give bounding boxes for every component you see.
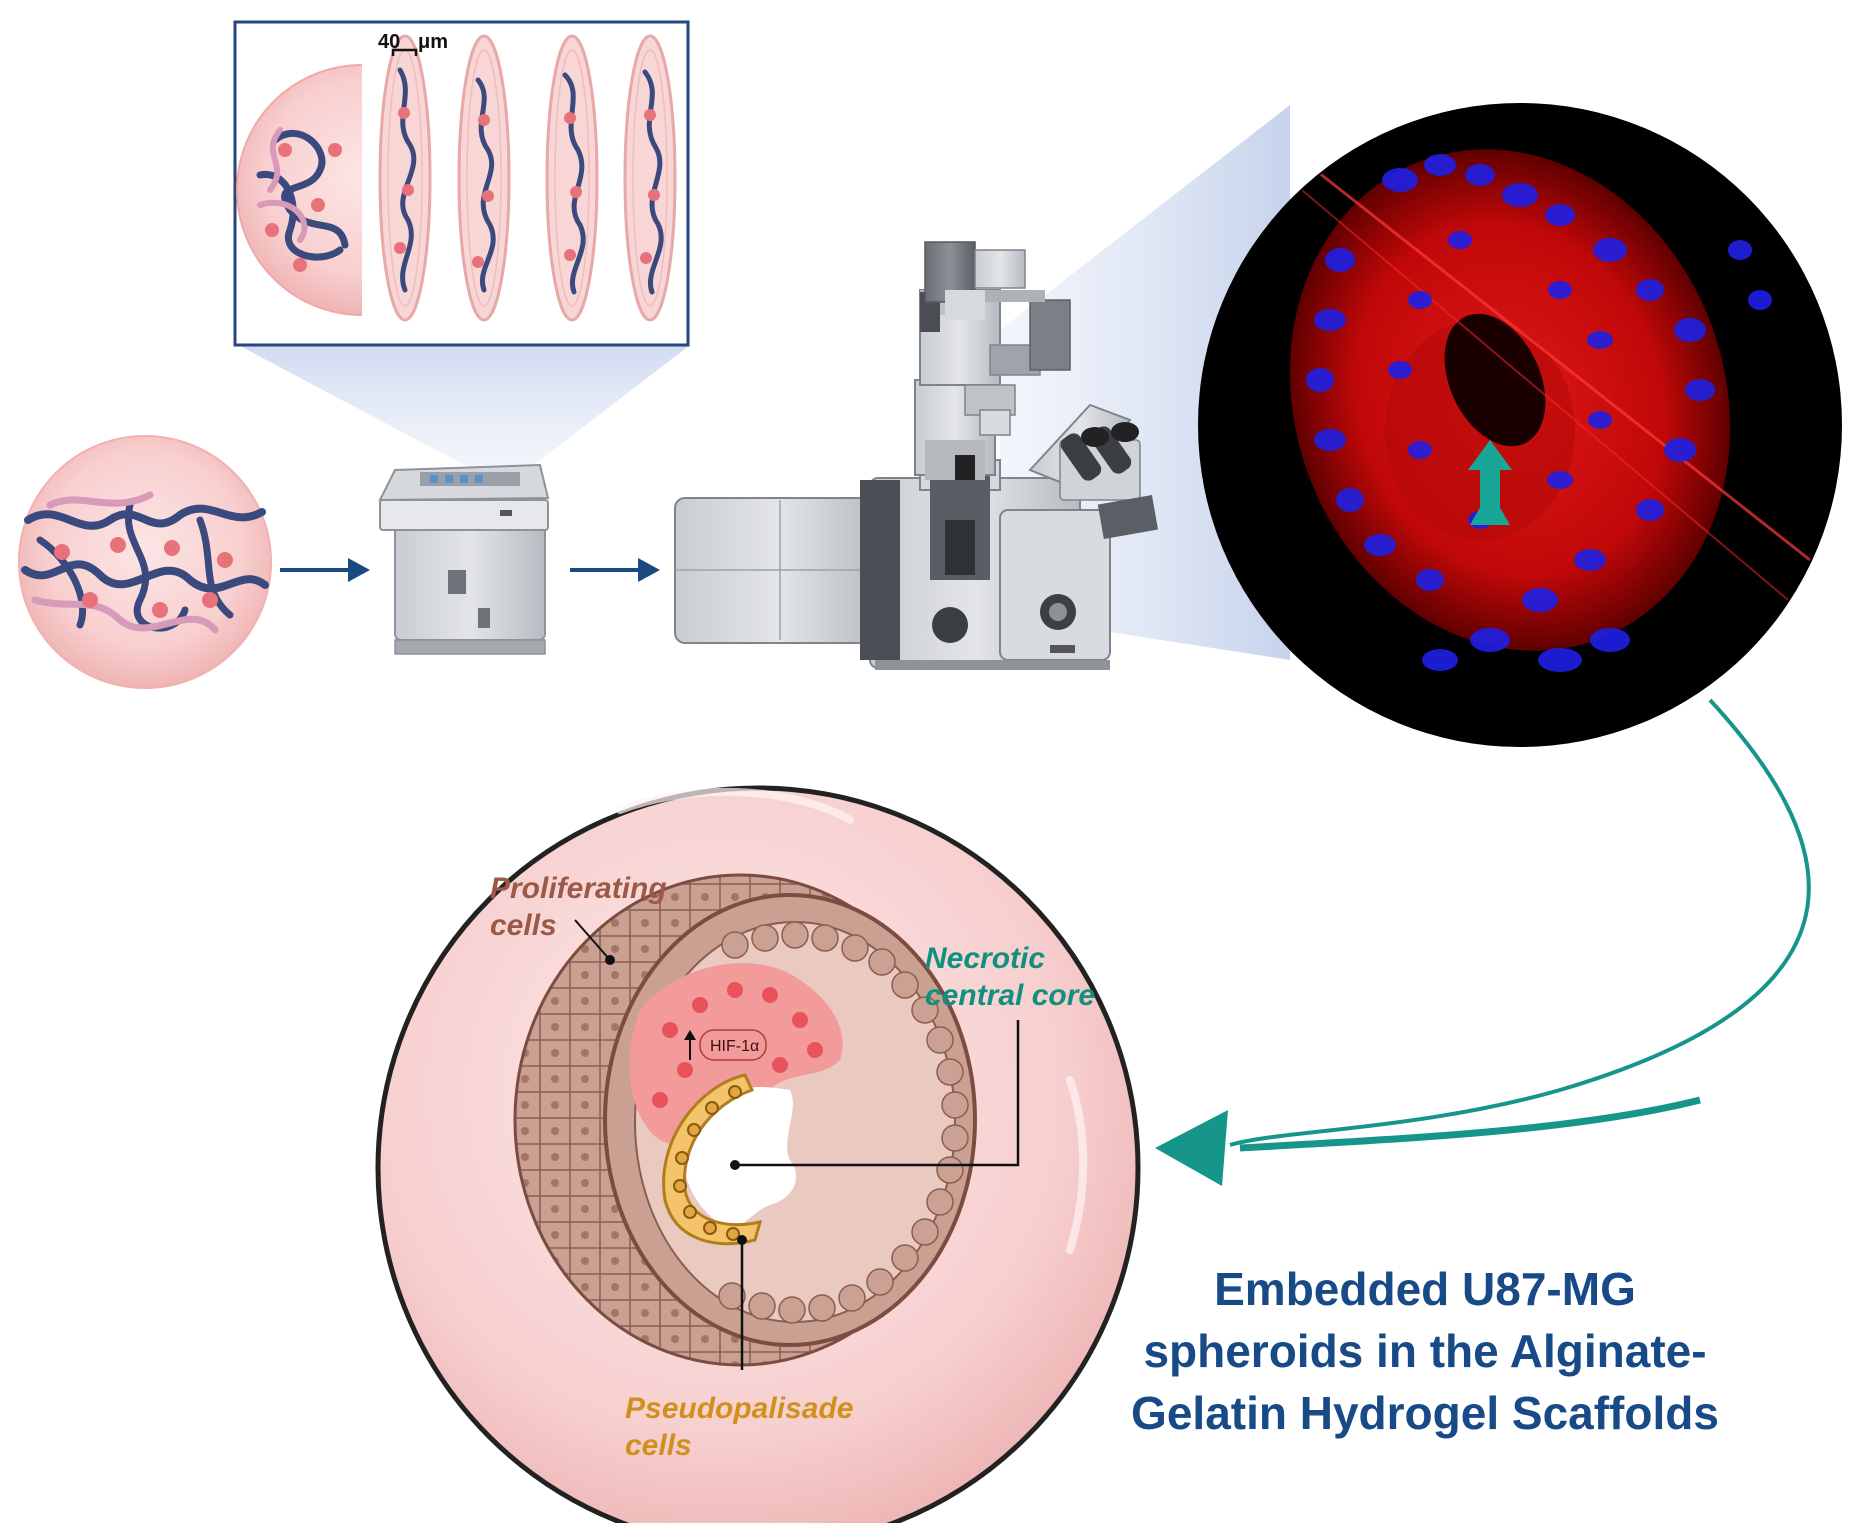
section-slice-3 [545, 34, 599, 322]
figure-title-line1: Embedded U87-MG [1214, 1263, 1636, 1315]
pseudopalisade-label-line2: cells [625, 1429, 692, 1462]
scale-bar-unit: μm [418, 31, 448, 53]
scale-bar-value: 40 [378, 31, 400, 53]
confocal-microscope [674, 241, 1159, 670]
arrow-to-cryostat [280, 558, 370, 582]
proliferating-label-line2: cells [490, 909, 557, 942]
figure-title-line2: spheroids in the Alginate- [1143, 1325, 1706, 1377]
section-slice-4 [623, 34, 677, 322]
section-slice-2 [457, 34, 511, 322]
half-hydrogel-sphere [236, 64, 362, 316]
necrotic-leader [735, 1020, 1020, 1167]
core-indicator-arrow [1468, 440, 1512, 510]
pseudopalisade-label-line1: Pseudopalisade [625, 1392, 853, 1425]
cryostat-microtome [378, 463, 550, 655]
proliferating-leader [574, 919, 611, 961]
scale-bar-bracket [391, 48, 418, 56]
hif1a-badge: HIF-1α [684, 1029, 767, 1061]
curved-arrow-to-spheroid [1155, 698, 1811, 1186]
sections-inset: 40 μm [233, 20, 690, 347]
inset-projection-beam [238, 345, 690, 468]
fluorescence-micrograph [1198, 103, 1842, 747]
spheroid-in-hydrogel: HIF-1α [375, 785, 1141, 1523]
hydrogel-sphere [18, 435, 272, 689]
necrotic-label-line1: Necrotic [925, 942, 1045, 975]
proliferating-label-line1: Proliferating [490, 872, 667, 905]
section-slice-1 [378, 34, 432, 322]
hif1a-label: HIF-1α [710, 1038, 759, 1055]
necrotic-label-line2: central core [925, 979, 1095, 1012]
arrow-to-microscope [570, 558, 660, 582]
figure-title-line3: Gelatin Hydrogel Scaffolds [1131, 1387, 1719, 1439]
